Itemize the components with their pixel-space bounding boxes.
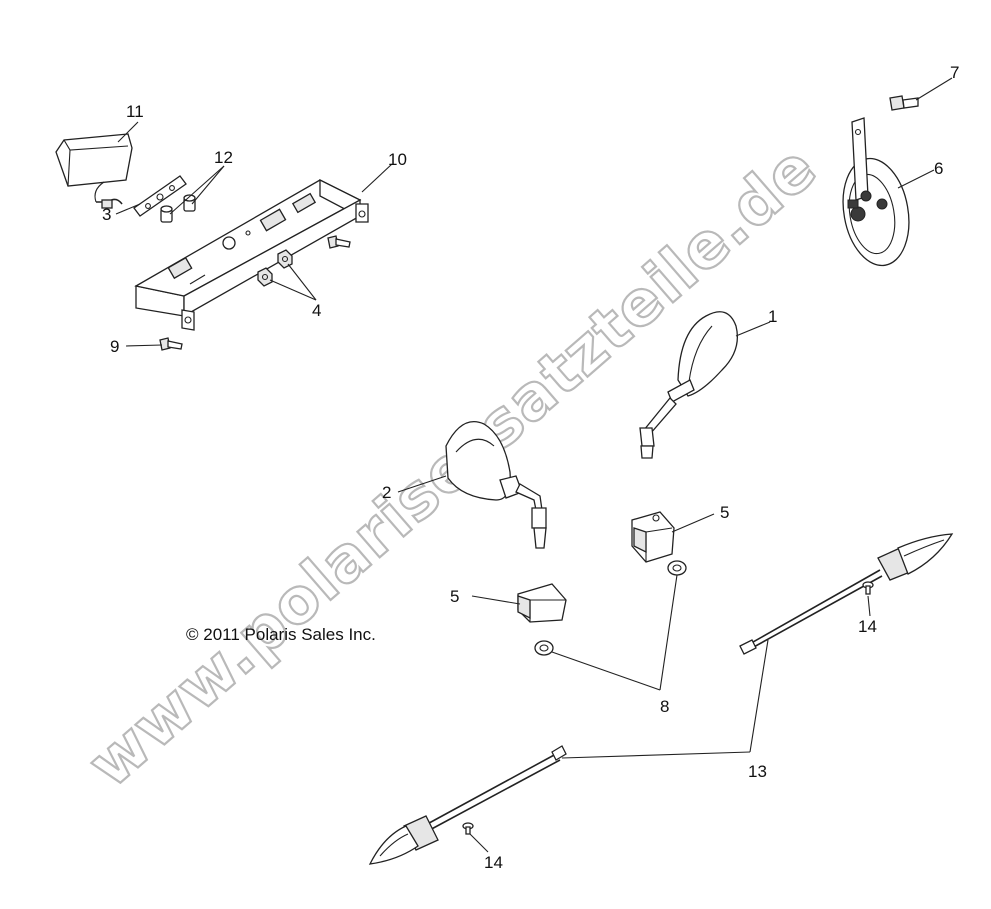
callout-4: 4 bbox=[312, 301, 321, 320]
part-7-bolt bbox=[889, 95, 919, 111]
leader-lines bbox=[115, 77, 953, 853]
part-13-signal-right bbox=[739, 533, 954, 655]
part-5-connector-left bbox=[517, 583, 567, 623]
callout-14-left: 14 bbox=[484, 853, 503, 872]
callout-7: 7 bbox=[950, 63, 959, 82]
callout-8: 8 bbox=[660, 697, 669, 716]
callout-6: 6 bbox=[934, 159, 943, 178]
callout-5-left: 5 bbox=[450, 587, 459, 606]
callout-11: 11 bbox=[126, 102, 144, 121]
part-3-plate bbox=[133, 175, 187, 217]
part-14-screw-right bbox=[862, 581, 874, 595]
callout-10: 10 bbox=[388, 150, 407, 169]
part-1-right-mirror bbox=[639, 311, 739, 459]
part-6-horn bbox=[842, 117, 910, 267]
part-2-left-mirror bbox=[445, 420, 547, 549]
callout-3: 3 bbox=[102, 205, 111, 224]
copyright-text: © 2011 Polaris Sales Inc. bbox=[186, 625, 376, 644]
part-11-lamp-housing bbox=[55, 133, 133, 209]
callout-1: 1 bbox=[768, 307, 777, 326]
part-13-signal-left bbox=[368, 745, 567, 865]
part-10-bracket bbox=[134, 178, 369, 331]
callout-9: 9 bbox=[110, 337, 119, 356]
callout-2: 2 bbox=[382, 483, 391, 502]
part-14-screw-left bbox=[462, 822, 474, 835]
callout-14-right: 14 bbox=[858, 617, 877, 636]
part-8-grommets bbox=[534, 560, 687, 656]
part-10-bolt bbox=[327, 235, 351, 249]
part-12-spacers bbox=[160, 194, 196, 223]
callout-13: 13 bbox=[748, 762, 767, 781]
callout-12: 12 bbox=[214, 148, 233, 167]
part-4-nuts bbox=[257, 249, 293, 287]
part-9-bolt bbox=[159, 337, 183, 351]
part-5-connector-right bbox=[631, 511, 675, 563]
callout-5-right: 5 bbox=[720, 503, 729, 522]
